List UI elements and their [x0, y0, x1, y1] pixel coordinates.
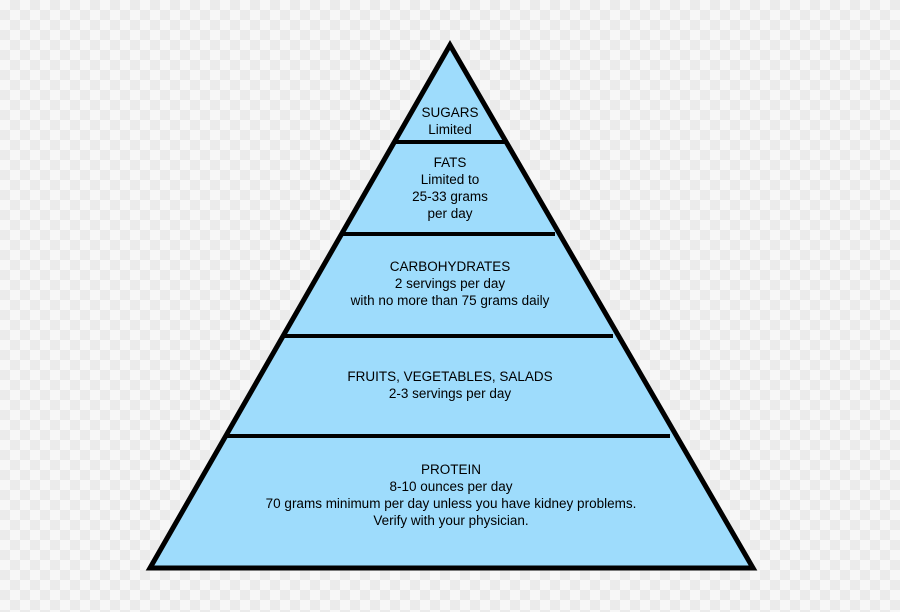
- tier-protein-line-3: Verify with your physician.: [373, 513, 529, 528]
- tier-protein: PROTEIN 8-10 ounces per day 70 grams min…: [266, 461, 637, 529]
- tier-sugars: SUGARS Limited: [421, 104, 478, 138]
- tier-carbohydrates-title: CARBOHYDRATES: [389, 259, 511, 274]
- tier-carbohydrates: CARBOHYDRATES 2 servings per day with no…: [351, 258, 550, 309]
- tier-fruits-title: FRUITS, VEGETABLES, SALADS: [347, 369, 553, 384]
- tier-fats-title: FATS: [433, 155, 467, 170]
- tier-sugars-title: SUGARS: [421, 105, 479, 120]
- tier-fats-line-3: per day: [427, 206, 473, 221]
- tier-protein-line-2: 70 grams minimum per day unless you have…: [265, 496, 637, 511]
- tier-protein-title: PROTEIN: [420, 462, 482, 477]
- tier-fruits-vegetables-salads: FRUITS, VEGETABLES, SALADS 2-3 servings …: [347, 368, 552, 402]
- tier-fats-line-1: Limited to: [420, 172, 480, 187]
- tier-carbohydrates-line-2: with no more than 75 grams daily: [350, 293, 550, 308]
- pyramid-outline: [145, 39, 758, 571]
- tier-sugars-line-1: Limited: [428, 122, 472, 137]
- tier-fruits-line-1: 2-3 servings per day: [388, 386, 512, 401]
- tier-fats: FATS Limited to 25-33 grams per day: [412, 154, 488, 222]
- tier-carbohydrates-line-1: 2 servings per day: [394, 276, 506, 291]
- tier-fats-line-2: 25-33 grams: [412, 189, 488, 204]
- tier-protein-line-1: 8-10 ounces per day: [389, 479, 513, 494]
